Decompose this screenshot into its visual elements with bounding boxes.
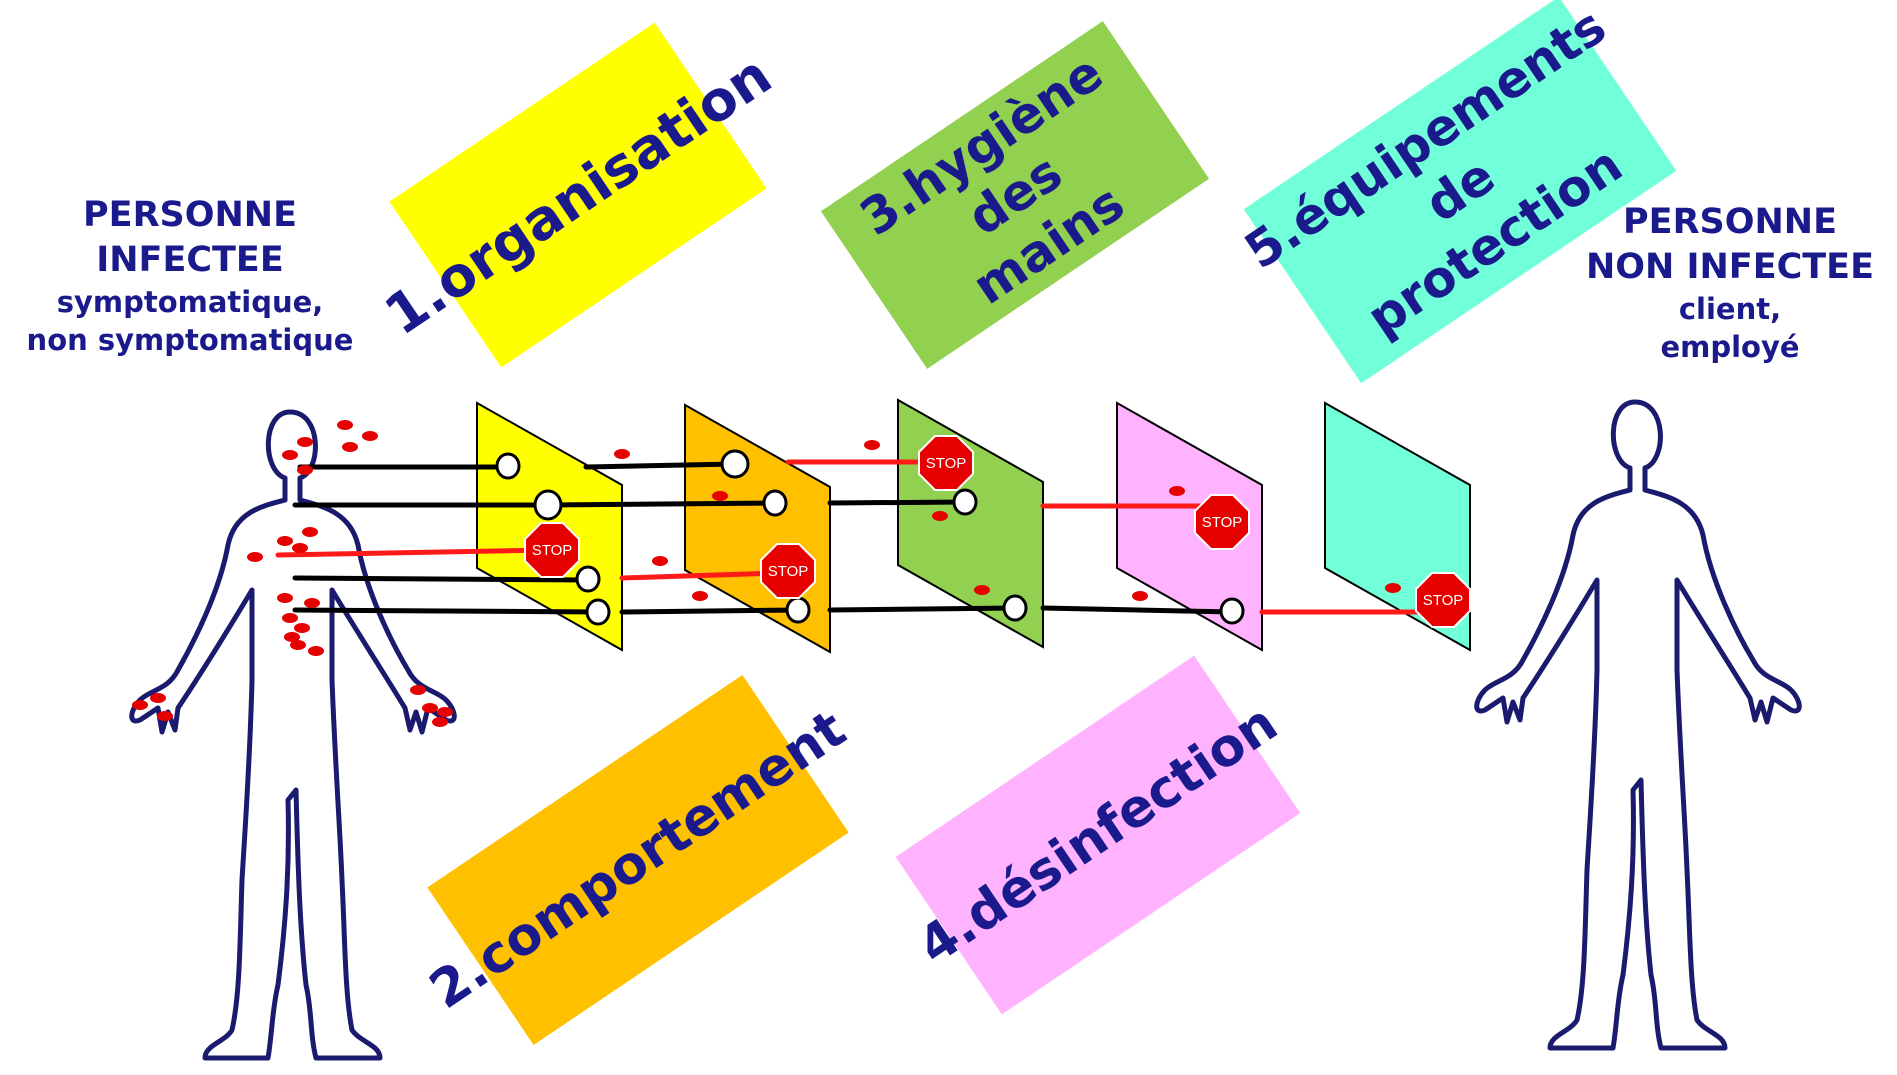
barrier-hole xyxy=(1219,597,1245,625)
barrier-hole xyxy=(495,452,521,480)
germ-dot-icon xyxy=(614,449,630,459)
germ-dot-icon xyxy=(302,527,318,537)
germ-dot-icon xyxy=(157,711,173,721)
stop-sign-icon: STOP xyxy=(918,435,974,491)
stop-sign-octagon xyxy=(918,435,974,491)
germ-dot-icon xyxy=(422,703,438,713)
germ-dot-icon xyxy=(277,593,293,603)
infected-label-line4: non symptomatique xyxy=(26,323,354,357)
germ-dot-icon xyxy=(864,440,880,450)
germ-dot-icon xyxy=(437,707,453,717)
stop-sign-icon: STOP xyxy=(524,522,580,578)
stop-sign-icon: STOP xyxy=(1194,494,1250,550)
stop-sign-text: STOP xyxy=(532,542,573,559)
open-path-segment xyxy=(827,605,1018,613)
germ-dot-icon xyxy=(284,632,300,642)
germ-dot-icon xyxy=(652,556,668,566)
uninfected-person-label: PERSONNE NON INFECTEE client, employé xyxy=(1570,200,1890,366)
germ-dot-icon xyxy=(1385,583,1401,593)
stop-sign-octagon xyxy=(760,543,816,599)
infected-person-label: PERSONNE INFECTEE symptomatique, non sym… xyxy=(10,193,370,359)
transmission-paths xyxy=(275,459,1443,615)
stop-sign-text: STOP xyxy=(1423,592,1464,609)
germ-dot-icon xyxy=(282,613,298,623)
germ-dot-icon xyxy=(432,717,448,727)
germ-dot-icon xyxy=(308,646,324,656)
open-path-segment xyxy=(583,461,738,470)
open-path-segment xyxy=(619,607,801,615)
germ-dot-icon xyxy=(1132,591,1148,601)
barrier-hole xyxy=(785,596,811,624)
barrier-hole xyxy=(952,488,978,516)
uninfected-label-line2: NON INFECTEE xyxy=(1585,247,1875,287)
uninfected-label-line1: PERSONNE xyxy=(1623,202,1837,242)
infected-label-line3: symptomatique, xyxy=(56,285,324,319)
barrier-hole xyxy=(585,598,611,626)
barrier-hole xyxy=(575,565,601,593)
stop-sign-text: STOP xyxy=(926,455,967,472)
germ-dot-icon xyxy=(342,442,358,452)
stop-sign-icon: STOP xyxy=(1415,572,1471,628)
infected-person-outline xyxy=(129,409,457,1061)
stop-sign-octagon xyxy=(524,522,580,578)
open-path-segment xyxy=(292,607,601,615)
germ-dot-icon xyxy=(292,543,308,553)
open-path-segment xyxy=(827,499,968,506)
blocked-path-segment xyxy=(275,547,551,558)
germ-dot-icon xyxy=(297,437,313,447)
uninfected-person-icon xyxy=(1474,399,1802,1051)
barrier-hole xyxy=(720,449,750,479)
stop-sign-octagon xyxy=(1194,494,1250,550)
germ-dot-icon xyxy=(410,685,426,695)
germ-dots xyxy=(132,420,1401,727)
germ-dot-icon xyxy=(294,623,310,633)
germ-dot-icon xyxy=(712,491,728,501)
stop-sign-text: STOP xyxy=(1202,514,1243,531)
infected-label-line1: PERSONNE xyxy=(83,195,297,235)
open-path-segment xyxy=(292,575,591,583)
germ-dot-icon xyxy=(692,591,708,601)
germ-dot-icon xyxy=(132,700,148,710)
germ-dot-icon xyxy=(277,536,293,546)
barrier-panel-4 xyxy=(1116,401,1263,652)
uninfected-label-line4: employé xyxy=(1660,330,1800,364)
germ-dot-icon xyxy=(337,420,353,430)
blocked-path-segment xyxy=(619,570,783,581)
germ-dot-icon xyxy=(362,431,378,441)
open-path-segment xyxy=(545,500,778,508)
infected-person-icon xyxy=(129,409,457,1061)
germ-dot-icon xyxy=(304,598,320,608)
infected-label-line2: INFECTEE xyxy=(96,240,284,280)
barrier-hole xyxy=(1002,594,1028,622)
germ-dot-icon xyxy=(932,511,948,521)
open-path-segment xyxy=(1040,605,1235,615)
germ-dot-icon xyxy=(150,693,166,703)
barrier-hole xyxy=(533,489,563,521)
stop-sign-icon: STOP xyxy=(760,543,816,599)
germ-dot-icon xyxy=(290,640,306,650)
uninfected-label-line3: client, xyxy=(1678,292,1782,326)
barrier-hole xyxy=(762,489,788,517)
uninfected-person-outline xyxy=(1474,399,1802,1051)
germ-dot-icon xyxy=(1169,486,1185,496)
stop-sign-octagon xyxy=(1415,572,1471,628)
germ-dot-icon xyxy=(247,552,263,562)
germ-dot-icon xyxy=(297,465,313,475)
germ-dot-icon xyxy=(974,585,990,595)
germ-dot-icon xyxy=(282,450,298,460)
stop-sign-text: STOP xyxy=(768,563,809,580)
barrier-holes xyxy=(495,449,1245,626)
